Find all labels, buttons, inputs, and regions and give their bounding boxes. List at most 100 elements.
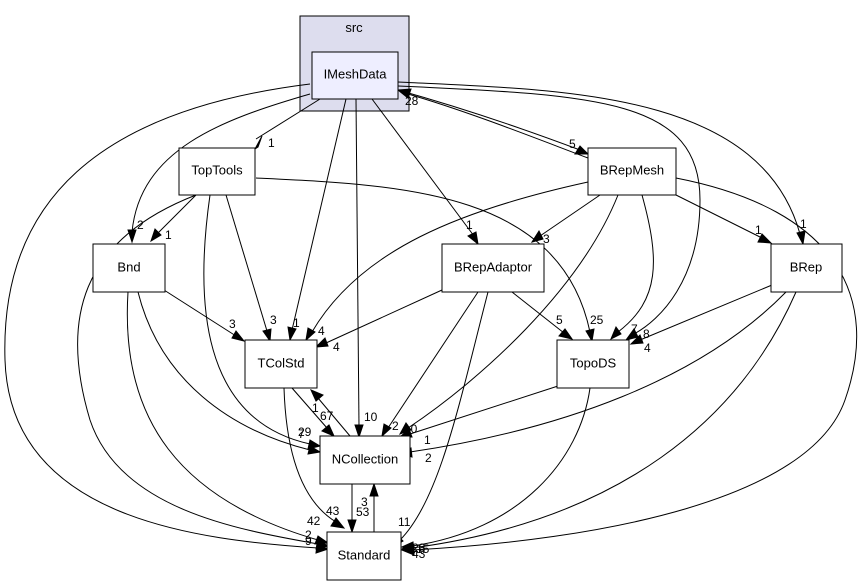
edge-topods-ncollection[interactable] [409, 385, 559, 435]
edge-label-imeshdata-brepmesh: 5 [569, 137, 576, 151]
edge-label-brepadaptor-standard: 11 [398, 515, 411, 529]
node-bnd[interactable] [92, 243, 166, 293]
edge-bnd-standard[interactable] [126, 291, 319, 541]
edge-label-brepmesh-standard: 43 [412, 547, 426, 561]
node-brepmesh[interactable] [587, 147, 677, 196]
arrow-imeshdata-brepmesh [574, 145, 590, 155]
edge-label-toptools-bnd: 1 [165, 228, 172, 242]
node-toptools[interactable] [178, 147, 256, 196]
edge-toptools-tcolstd[interactable] [225, 194, 268, 332]
arrow-brepmesh-topods [610, 325, 622, 341]
arrow-tcolstd-ncollection [321, 424, 335, 437]
edge-brepmesh-ncollection[interactable] [407, 194, 619, 429]
node-topods[interactable] [556, 339, 630, 389]
edge-brepmesh-brepadaptor[interactable] [539, 194, 601, 237]
arrow-brep-topods [629, 334, 644, 345]
edge-imeshdata-topods[interactable] [397, 85, 701, 335]
edge-label-brepadaptor-topods: 5 [556, 313, 563, 327]
node-brep-label: BRep [790, 259, 823, 274]
edge-imeshdata-brepmesh[interactable] [397, 89, 581, 151]
edge-label-toptools-standard: 2 [305, 528, 312, 542]
edge-label-imeshdata-topods: 7 [631, 322, 638, 336]
edge-label-bnd-tcolstd: 3 [229, 317, 236, 331]
arrow-imeshdata-ncollection [354, 424, 364, 439]
arrow-brepmesh-tcolstd [305, 327, 316, 342]
arrow-bnd-standard [314, 535, 330, 545]
edge-imeshdata-ncollection[interactable] [355, 98, 360, 428]
arrow-imeshdata-tcolstd [287, 326, 297, 342]
node-imeshdata[interactable] [311, 51, 399, 100]
edge-label-brepmesh-imeshdata: 28 [405, 94, 419, 108]
edge-label-bnd-ncollection: 29 [298, 425, 312, 439]
arrow-toptools-tcolstd [262, 328, 272, 343]
edge-brep-standard[interactable] [411, 291, 797, 549]
edge-brepmesh-imeshdata[interactable] [407, 93, 589, 159]
edge-bnd-tcolstd[interactable] [163, 289, 237, 337]
edge-ncollection-tcolstd[interactable] [317, 397, 351, 437]
arrow-imeshdata-bnd [127, 229, 137, 244]
edge-label-topods-standard: 15 [416, 542, 430, 556]
node-ncollection-label: NCollection [332, 451, 398, 466]
edge-brepadaptor-ncollection[interactable] [387, 291, 479, 429]
arrow-ncollection-standard [347, 519, 357, 534]
edge-tcolstd-ncollection[interactable] [291, 387, 328, 429]
edge-label-imeshdata-brep: 1 [800, 217, 807, 231]
edge-imeshdata-brepadaptor[interactable] [371, 98, 475, 237]
edge-imeshdata-bnd[interactable] [131, 93, 311, 233]
edge-topods-standard[interactable] [411, 387, 591, 547]
edge-brepadaptor-standard[interactable] [399, 291, 489, 541]
edge-brepmesh-standard[interactable] [411, 177, 858, 551]
edge-tcolstd-standard[interactable] [283, 387, 337, 523]
edge-imeshdata-standard[interactable] [4, 83, 319, 549]
edge-brepadaptor-topods[interactable] [511, 291, 565, 334]
edge-bnd-ncollection[interactable] [137, 291, 311, 451]
arrow-brepmesh-brep [757, 233, 773, 244]
nodes: IMeshData TopTools BRepMesh Bnd BRepAdap… [92, 51, 843, 581]
edge-brepmesh-brep[interactable] [675, 194, 763, 239]
edge-toptools-topods[interactable] [255, 177, 591, 333]
edge-label-brepadaptor-ncollection: 2 [392, 419, 399, 433]
edge-label-brep-ncollection: 1 [424, 433, 431, 447]
edge-imeshdata-brep[interactable] [397, 81, 801, 235]
arrow-brepadaptor-ncollection [381, 423, 392, 438]
edge-toptools-ncollection[interactable] [203, 194, 311, 445]
edge-label-ncollection-tcolstd: 1 [312, 401, 319, 415]
arrow-brepmesh-brepadaptor [530, 229, 544, 243]
node-brepadaptor-label: BRepAdaptor [454, 259, 533, 274]
arrow-imeshdata-topods [624, 328, 639, 341]
edge-brepmesh-topods[interactable] [617, 194, 654, 333]
node-imeshdata-label: IMeshData [324, 66, 388, 81]
edge-label-ncollection-standard: 53 [356, 505, 370, 519]
arrow-imeshdata-toptools [254, 135, 263, 150]
arrow-topods-standard [400, 541, 415, 552]
edge-brepadaptor-tcolstd[interactable] [325, 289, 443, 344]
node-bnd-label: Bnd [117, 259, 140, 274]
edge-label-tcolstd-ncollection: 67 [320, 409, 334, 423]
arrow-standard-ncollection [369, 482, 379, 497]
edges: 1 5 28 2 1 1 1 7 10 [4, 81, 858, 561]
edge-imeshdata-tcolstd[interactable] [291, 98, 347, 331]
edge-imeshdata-toptools[interactable] [255, 98, 321, 140]
node-brepmesh-label: BRepMesh [600, 162, 664, 177]
edge-label-brepmesh-topods: 8 [643, 327, 650, 341]
edge-brepmesh-tcolstd[interactable] [311, 181, 589, 333]
edge-brep-topods[interactable] [639, 284, 773, 341]
edge-label-toptools-tcolstd: 3 [270, 313, 277, 327]
arrow-tcolstd-standard [330, 517, 346, 529]
edge-label-brepmesh-tcolstd: 4 [318, 324, 325, 338]
node-brepadaptor[interactable] [441, 243, 545, 293]
node-brep[interactable] [770, 243, 843, 293]
node-ncollection[interactable] [319, 435, 411, 485]
node-standard[interactable] [326, 531, 402, 581]
edge-label-topods-ncollection: 2 [425, 451, 432, 465]
edge-label-toptools-topods: 25 [590, 313, 604, 327]
node-tcolstd[interactable] [244, 339, 318, 389]
edge-brep-ncollection[interactable] [409, 291, 787, 453]
edge-label-imeshdata-toptools: 1 [268, 136, 275, 150]
arrow-imeshdata-brep [796, 230, 806, 246]
edge-toptools-bnd[interactable] [157, 194, 197, 234]
arrow-brepadaptor-topods [558, 328, 574, 340]
edge-label-brepadaptor-tcolstd: 4 [333, 340, 340, 354]
edge-label-imeshdata-tcolstd: 1 [293, 316, 300, 330]
